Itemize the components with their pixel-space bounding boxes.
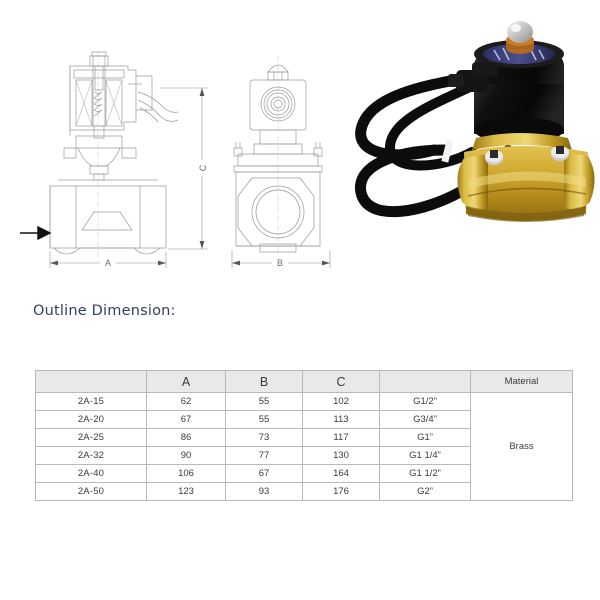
mounting-screws (485, 146, 569, 165)
cell-model: 2A-15 (35, 392, 147, 411)
column-header-b: B (225, 370, 303, 393)
cell-b: 77 (225, 446, 303, 465)
page-title: Outline Dimension: (33, 303, 176, 319)
cell-thread: G3/4” (379, 410, 471, 429)
column-header-material: Material (470, 370, 573, 393)
cell-thread: G2” (379, 482, 471, 501)
front-view-drawing: B (220, 0, 350, 290)
cross-section-drawing: A C (20, 0, 220, 290)
cell-a: 90 (146, 446, 226, 465)
cell-c: 113 (302, 410, 380, 429)
cell-thread: G1 1/4” (379, 446, 471, 465)
column-header-a: A (146, 370, 226, 393)
cell-thread: G1” (379, 428, 471, 447)
dimension-table-wrapper: A B C Material 2A-15 62 55 102 G1/2” Bra… (35, 370, 573, 501)
cell-a: 62 (146, 392, 226, 411)
cable-connector (448, 62, 498, 92)
dimension-a: A (49, 252, 167, 269)
cell-b: 55 (225, 392, 303, 411)
cell-thread: G1 1/2” (379, 464, 471, 483)
dimension-table: A B C Material 2A-15 62 55 102 G1/2” Bra… (35, 370, 573, 501)
cell-model: 2A-25 (35, 428, 147, 447)
dimension-b: B (231, 250, 331, 269)
table-row: 2A-20 67 55 113 G3/4” (35, 410, 573, 429)
cell-b: 55 (225, 410, 303, 429)
cell-a: 86 (146, 428, 226, 447)
cell-b: 93 (225, 482, 303, 501)
svg-text:A: A (105, 258, 111, 268)
cell-material: Brass (470, 392, 573, 501)
table-row: 2A-25 86 73 117 G1” (35, 428, 573, 447)
cell-b: 67 (225, 464, 303, 483)
coil-label (483, 44, 555, 64)
cell-b: 73 (225, 428, 303, 447)
table-row: 2A-32 90 77 130 G1 1/4” (35, 446, 573, 465)
svg-text:C: C (198, 164, 208, 171)
cell-c: 130 (302, 446, 380, 465)
cell-model: 2A-50 (35, 482, 147, 501)
svg-text:B: B (277, 258, 283, 268)
cell-model: 2A-40 (35, 464, 147, 483)
table-row: 2A-40 106 67 164 G1 1/2” (35, 464, 573, 483)
cell-a: 106 (146, 464, 226, 483)
table-row: 2A-15 62 55 102 G1/2” Brass (35, 392, 573, 501)
column-header-c: C (302, 370, 380, 393)
cell-c: 176 (302, 482, 380, 501)
table-row: 2A-50 123 93 176 G2” (35, 482, 573, 501)
product-photo (348, 0, 600, 290)
cell-thread: G1/2” (379, 392, 471, 411)
dimension-c: C (160, 87, 209, 250)
column-header-thread (379, 370, 471, 393)
cell-c: 102 (302, 392, 380, 411)
column-header-model (35, 370, 147, 393)
cell-model: 2A-20 (35, 410, 147, 429)
inlet-flow-arrow (20, 225, 52, 241)
figures-row: A C (0, 0, 600, 290)
valve-body-brass (457, 133, 595, 222)
cell-model: 2A-32 (35, 446, 147, 465)
coil-retaining-nut (506, 21, 534, 54)
table-header-row: A B C Material (35, 370, 573, 393)
cell-a: 67 (146, 410, 226, 429)
cell-c: 164 (302, 464, 380, 483)
cell-a: 123 (146, 482, 226, 501)
cell-c: 117 (302, 428, 380, 447)
